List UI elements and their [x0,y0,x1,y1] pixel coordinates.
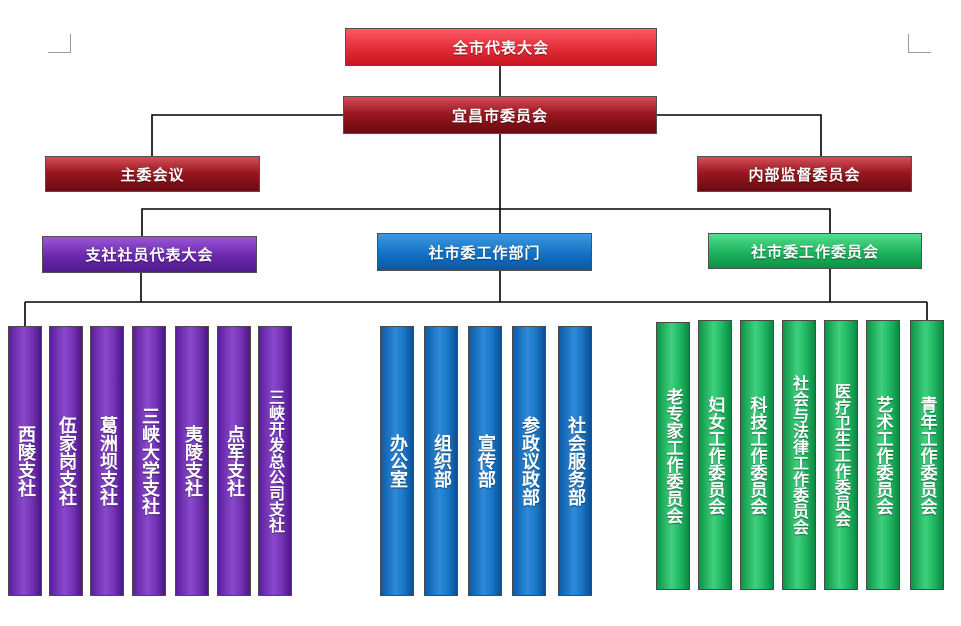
page-corner-mark-top-left [48,34,71,53]
working-committee-column: 科技工作委员会 [740,320,774,590]
branch-label: 伍家岗支社 [56,416,77,506]
departments-label: 社市委工作部门 [428,243,541,262]
supervision-committee-box: 内部监督委员会 [697,156,912,192]
branch-column: 点军支社 [217,326,251,596]
branch-column: 三峡大学支社 [132,326,166,596]
city-committee-box: 宜昌市委员会 [343,96,657,134]
branch-label: 点军支社 [224,425,245,497]
department-column: 宣传部 [468,326,502,596]
department-label: 办公室 [387,434,408,488]
working-committee-label: 妇女工作委员会 [704,395,725,515]
city-committee-label: 宜昌市委员会 [451,106,548,125]
department-label: 宣传部 [475,434,496,488]
department-label: 社会服务部 [565,416,586,506]
working-committee-label: 艺术工作委员会 [872,395,893,515]
working-committee-column: 青年工作委员会 [910,320,944,590]
working-committee-label: 老专家工作委员会 [662,388,683,524]
working-committee-column: 妇女工作委员会 [698,320,732,590]
working-committees-label: 社市委工作委员会 [750,242,879,261]
branch-label: 三峡开发总公司支社 [266,389,285,533]
working-committee-column: 艺术工作委员会 [866,320,900,590]
page-corner-mark-top-right [908,34,931,53]
branch-label: 三峡大学支社 [139,407,160,515]
branch-column: 伍家岗支社 [49,326,83,596]
branch-label: 西陵支社 [15,425,36,497]
city-congress-box: 全市代表大会 [345,28,657,66]
working-committees-box: 社市委工作委员会 [708,233,922,269]
connector-committee-to-left [151,114,343,156]
chair-meeting-label: 主委会议 [120,165,185,184]
department-label: 参政议政部 [519,416,540,506]
connector-level3-bus [141,208,831,236]
working-committee-label: 医疗卫生工作委员会 [832,383,851,527]
working-committee-column: 老专家工作委员会 [656,322,690,590]
department-column: 办公室 [380,326,414,596]
working-committee-column: 医疗卫生工作委员会 [824,320,858,590]
working-committee-label: 社会与法律工作委员会 [790,375,809,535]
department-column: 社会服务部 [558,326,592,596]
city-congress-label: 全市代表大会 [452,38,549,57]
branch-label: 夷陵支社 [182,425,203,497]
working-committee-label: 科技工作委员会 [746,395,767,515]
branch-congress-box: 支社社员代表大会 [42,236,257,273]
branch-column: 葛洲坝支社 [90,326,124,596]
working-committee-column: 社会与法律工作委员会 [782,320,816,590]
branch-column: 三峡开发总公司支社 [258,326,292,596]
branch-column: 夷陵支社 [175,326,209,596]
connector-committee-to-right [657,114,822,156]
supervision-committee-label: 内部监督委员会 [748,165,861,184]
branch-congress-label: 支社社员代表大会 [85,246,214,264]
branch-label: 葛洲坝支社 [97,416,118,506]
branch-column: 西陵支社 [8,326,42,596]
chair-meeting-box: 主委会议 [45,156,260,192]
department-label: 组织部 [431,434,452,488]
working-committee-label: 青年工作委员会 [916,395,937,515]
department-column: 组织部 [424,326,458,596]
department-column: 参政议政部 [512,326,546,596]
departments-box: 社市委工作部门 [377,233,592,271]
